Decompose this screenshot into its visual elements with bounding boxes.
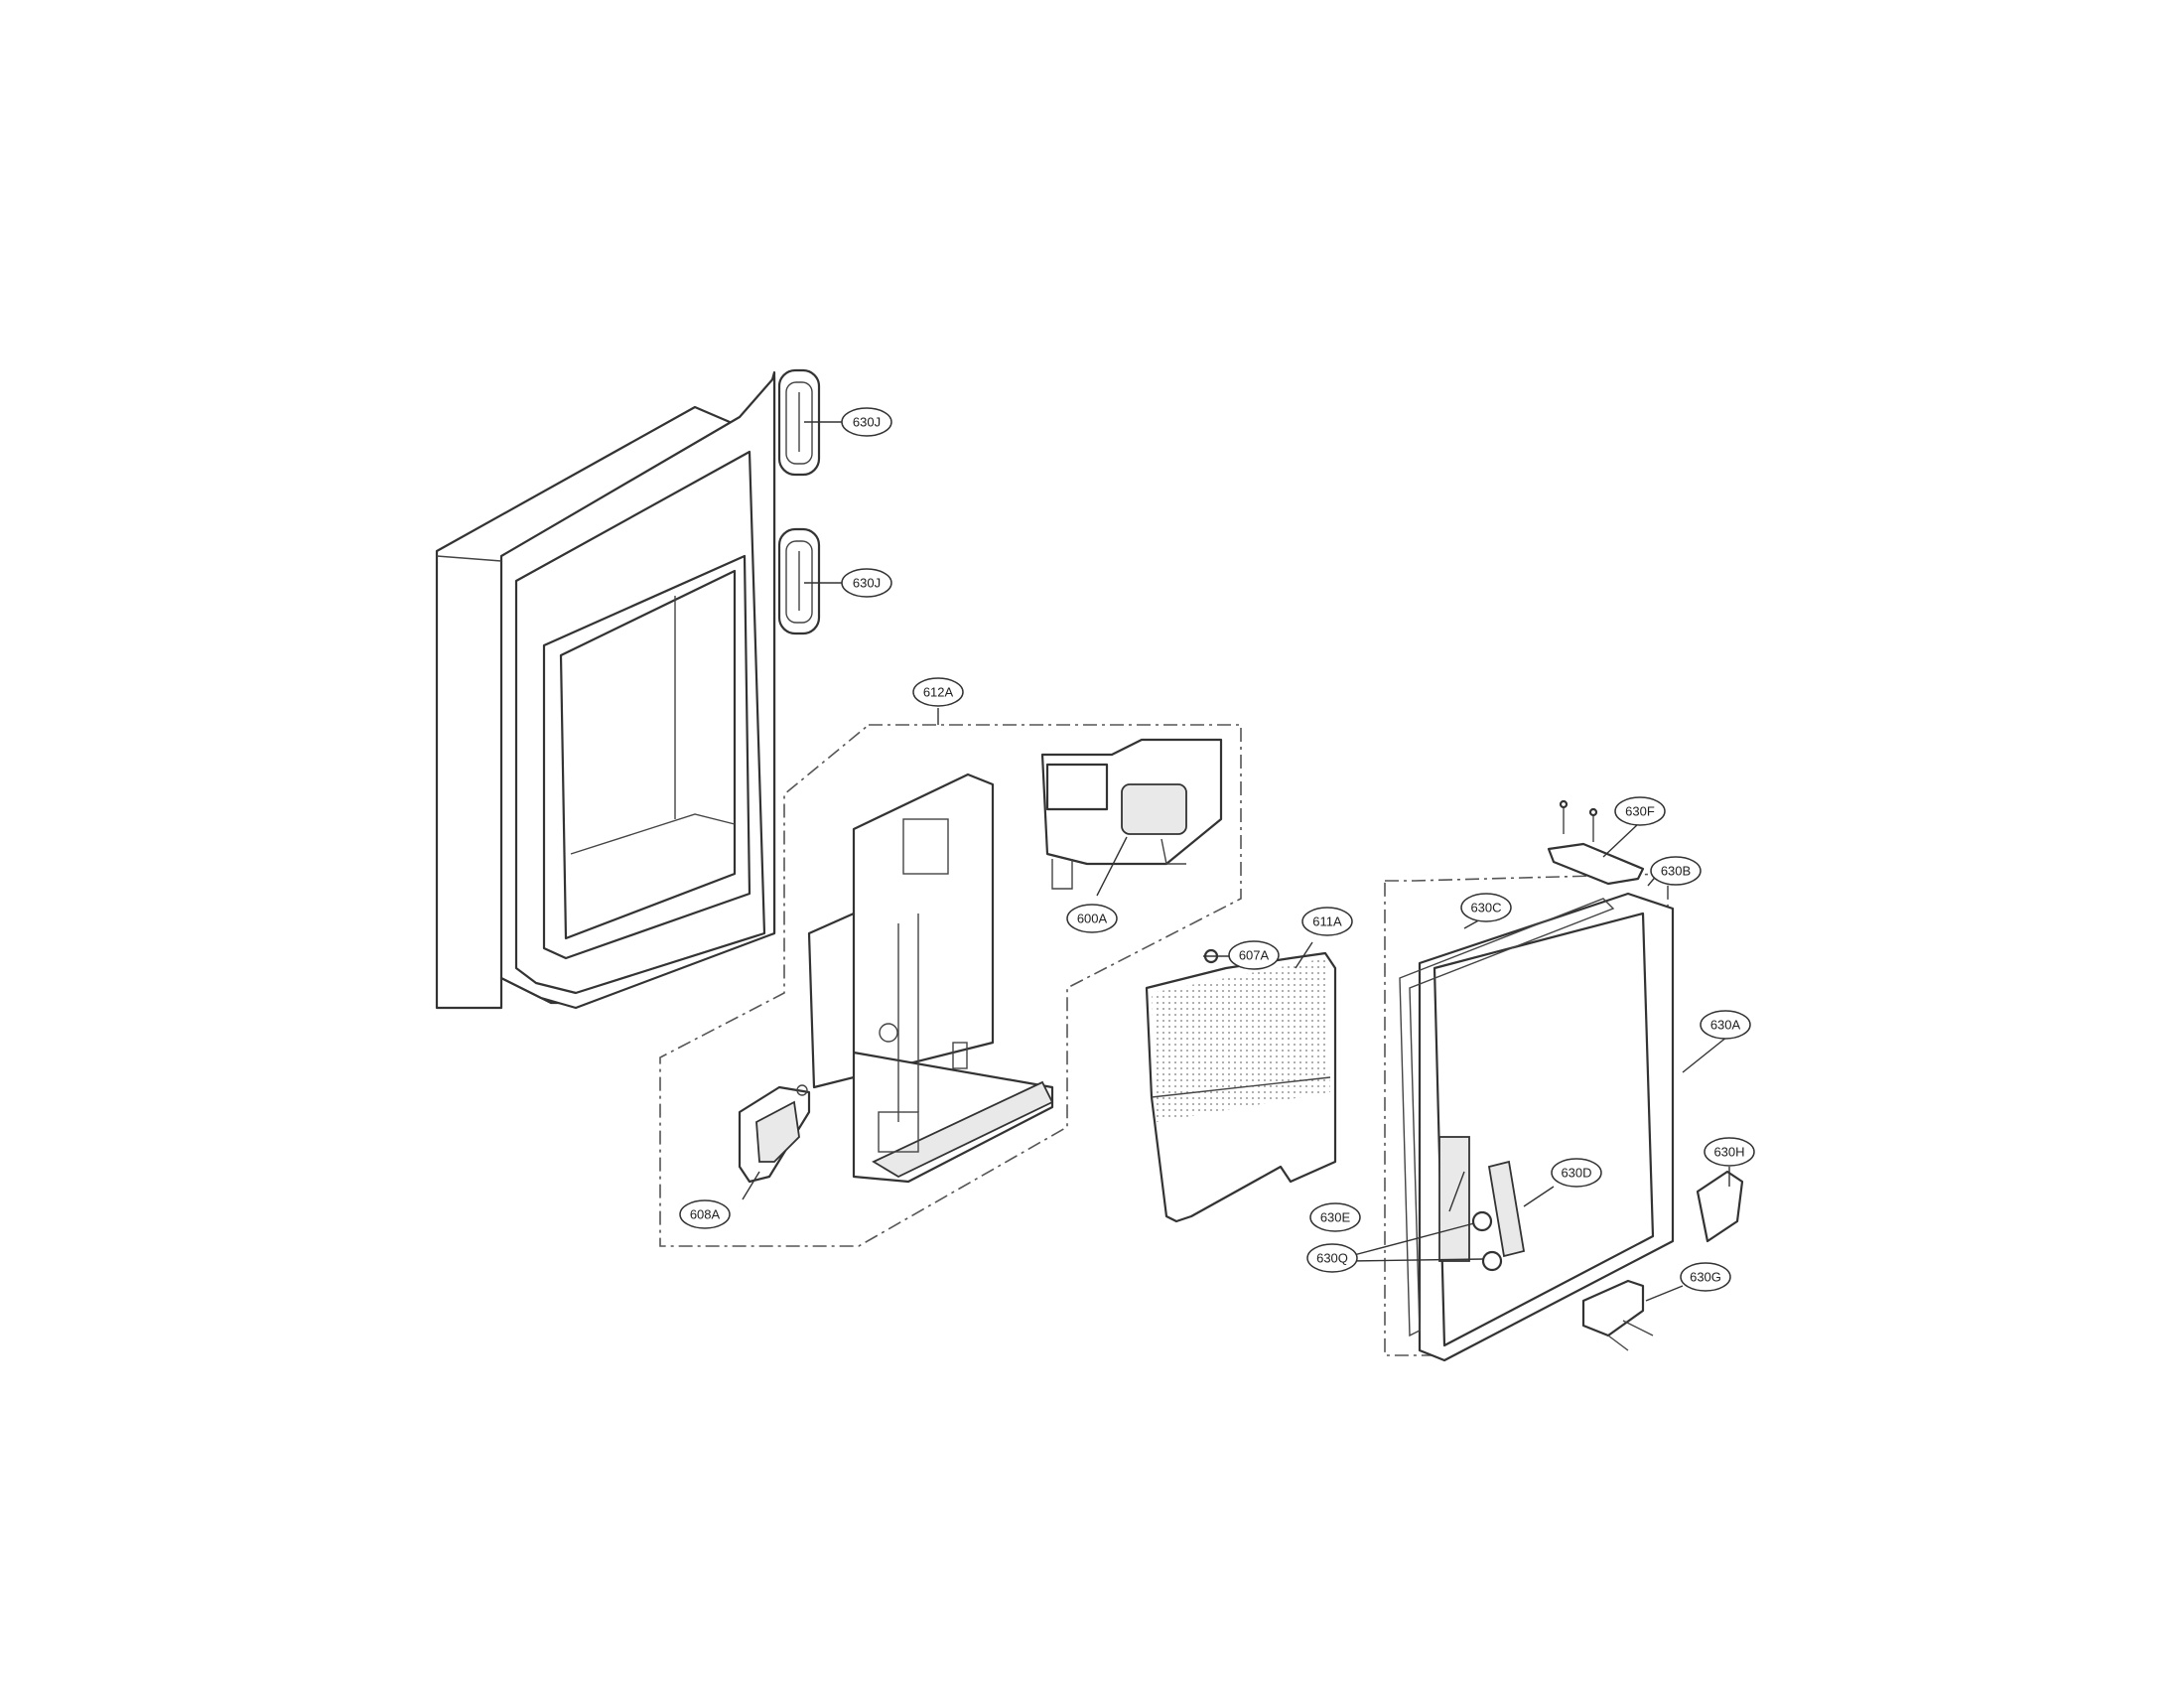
- callout-label: 630H: [1713, 1145, 1744, 1160]
- callout-label: 611A: [1312, 914, 1342, 929]
- callout-612A: 612A: [912, 677, 964, 707]
- callout-label: 630E: [1320, 1210, 1351, 1225]
- callout-630G: 630G: [1680, 1262, 1731, 1292]
- part-608A-bracket: [738, 1084, 811, 1184]
- callout-607A: 607A: [1228, 940, 1280, 970]
- callout-label: 630D: [1561, 1166, 1591, 1181]
- callout-608A: 608A: [679, 1199, 731, 1229]
- callout-630Q: 630Q: [1306, 1243, 1358, 1273]
- part-630F-hinge: [1547, 799, 1645, 886]
- assembly-boundary-612A: [659, 724, 1242, 1247]
- callout-label: 600A: [1077, 912, 1108, 926]
- part-630J-bottom: [777, 527, 821, 635]
- callout-630F: 630F: [1614, 796, 1666, 826]
- part-630G-bracket: [1581, 1279, 1654, 1351]
- callout-630D: 630D: [1551, 1158, 1602, 1188]
- part-607A-screw: [1203, 948, 1231, 964]
- callout-630A: 630A: [1700, 1010, 1751, 1040]
- door-liner-frame: [435, 370, 776, 1010]
- part-611A-cover: [1145, 951, 1337, 1223]
- part-630H-stopper: [1696, 1170, 1744, 1243]
- callout-label: 630Q: [1316, 1251, 1348, 1266]
- callout-611A: 611A: [1301, 907, 1353, 936]
- callout-630E: 630E: [1309, 1202, 1361, 1232]
- callout-label: 630J: [853, 415, 881, 430]
- callout-630B: 630B: [1650, 856, 1702, 886]
- callout-label: 612A: [923, 685, 954, 700]
- part-630C-gasket: [1399, 898, 1615, 1337]
- callout-630J-bottom: 630J: [841, 568, 892, 598]
- callout-label: 630F: [1625, 804, 1655, 819]
- callout-label: 630J: [853, 576, 881, 591]
- part-630Q-fasteners: [1471, 1210, 1503, 1272]
- part-630A-door: [1418, 892, 1675, 1362]
- callout-630C: 630C: [1460, 893, 1512, 922]
- part-612A-dispenser-housing: [807, 773, 1054, 1184]
- part-600A-ice-maker: [1040, 738, 1223, 890]
- callout-630H: 630H: [1704, 1137, 1755, 1167]
- callout-630J-top: 630J: [841, 407, 892, 437]
- callout-label: 630A: [1710, 1018, 1741, 1033]
- callout-label: 630B: [1661, 864, 1691, 879]
- callout-label: 630C: [1470, 901, 1501, 915]
- callout-label: 630G: [1690, 1270, 1721, 1285]
- callout-label: 608A: [690, 1207, 721, 1222]
- callout-label: 607A: [1239, 948, 1270, 963]
- callout-600A: 600A: [1066, 904, 1118, 933]
